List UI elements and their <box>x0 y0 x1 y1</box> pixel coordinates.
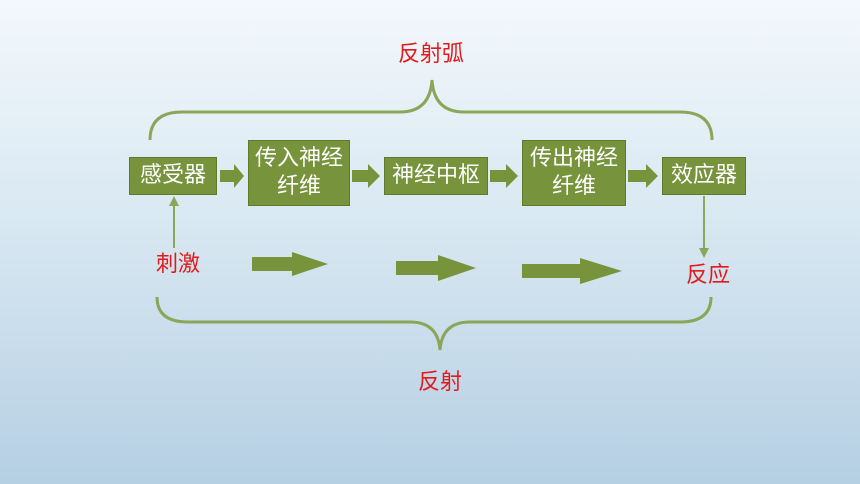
process-arrow-1 <box>252 252 328 276</box>
top-brace <box>148 79 714 141</box>
arrow-stimulus-head <box>169 196 179 206</box>
effector-box: 效应器 <box>662 157 746 195</box>
reflex-title: 反射 <box>418 370 463 395</box>
afferent-fiber-box: 传入神经 纤维 <box>248 140 350 206</box>
arrow-afferent-center <box>352 164 380 188</box>
arrow-receptor-afferent <box>220 164 244 188</box>
arrow-center-efferent <box>490 164 518 188</box>
stimulus-label: 刺激 <box>156 252 201 277</box>
process-arrow-3 <box>522 258 622 284</box>
arrow-efferent-effector <box>628 164 658 188</box>
response-label: 反应 <box>686 263 731 288</box>
nerve-center-box: 神经中枢 <box>384 157 488 195</box>
process-arrow-2 <box>396 255 476 281</box>
reflex-arc-title: 反射弧 <box>398 42 465 67</box>
efferent-fiber-box: 传出神经 纤维 <box>522 140 626 206</box>
bottom-brace <box>155 296 713 351</box>
receptor-box: 感受器 <box>129 157 217 195</box>
arrow-response-head <box>699 248 709 258</box>
